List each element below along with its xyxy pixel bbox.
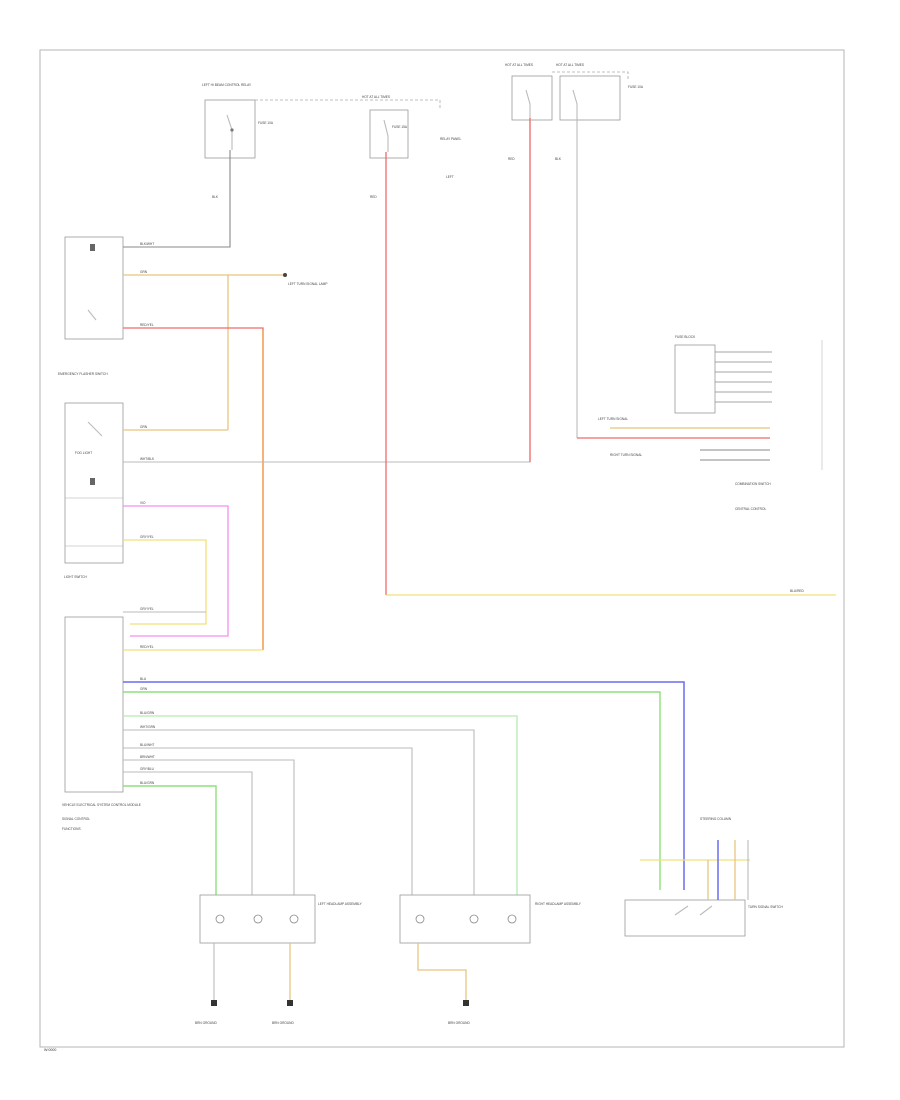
turn-signal-switch: TURN SIGNAL SWITCH STEERING COLUMN bbox=[624, 817, 783, 937]
svg-text:FUSE 10A: FUSE 10A bbox=[258, 121, 274, 125]
svg-text:VEHICLE ELECTRICAL SYSTEM CONT: VEHICLE ELECTRICAL SYSTEM CONTROL MODULE bbox=[62, 803, 141, 807]
svg-text:COMBINATION SWITCH: COMBINATION SWITCH bbox=[735, 482, 771, 486]
svg-text:BRN GROUND: BRN GROUND bbox=[448, 1021, 470, 1025]
svg-text:BLK: BLK bbox=[212, 195, 219, 199]
svg-text:GRN: GRN bbox=[140, 270, 148, 274]
svg-text:HOT AT ALL TIMES: HOT AT ALL TIMES bbox=[505, 63, 533, 67]
ground-3: BRN GROUND bbox=[448, 1000, 470, 1025]
wire-blk-top bbox=[123, 150, 231, 248]
svg-text:EMERGENCY FLASHER SWITCH: EMERGENCY FLASHER SWITCH bbox=[58, 372, 108, 376]
svg-text:BRN/WHT: BRN/WHT bbox=[140, 755, 155, 759]
svg-text:RED: RED bbox=[370, 195, 377, 199]
svg-text:LEFT HEADLAMP ASSEMBLY: LEFT HEADLAMP ASSEMBLY bbox=[318, 902, 363, 906]
right-headlamp-assembly: RIGHT HEADLAMP ASSEMBLY bbox=[399, 894, 582, 944]
svg-text:GRY/YEL: GRY/YEL bbox=[140, 607, 154, 611]
svg-text:LEFT HI BEAM CONTROL RELAY: LEFT HI BEAM CONTROL RELAY bbox=[202, 83, 252, 87]
svg-text:BLU/GRN: BLU/GRN bbox=[140, 711, 155, 715]
svg-text:LEFT TURN SIGNAL: LEFT TURN SIGNAL bbox=[598, 417, 628, 421]
svg-text:FUSE 10A: FUSE 10A bbox=[628, 85, 644, 89]
ground-1: BRN GROUND bbox=[195, 1000, 217, 1025]
svg-text:BLK/WHT: BLK/WHT bbox=[140, 242, 154, 246]
svg-text:RIGHT HEADLAMP ASSEMBLY: RIGHT HEADLAMP ASSEMBLY bbox=[535, 902, 582, 906]
svg-text:BRN GROUND: BRN GROUND bbox=[272, 1021, 294, 1025]
wire-pink bbox=[123, 505, 229, 637]
fuse-block-right: FUSE BLOCK LEFT TURN SIGNAL RIGHT TURN S… bbox=[598, 335, 823, 511]
fuse-block-right-a: HOT AT ALL TIMES RED bbox=[505, 63, 553, 161]
left-headlamp-assembly: LEFT HEADLAMP ASSEMBLY bbox=[199, 894, 363, 944]
svg-text:STEERING COLUMN: STEERING COLUMN bbox=[700, 817, 732, 821]
svg-text:RED: RED bbox=[508, 157, 515, 161]
svg-text:RED/YEL: RED/YEL bbox=[140, 323, 154, 327]
ground-2: BRN GROUND bbox=[272, 1000, 294, 1025]
onboard-control-module: VEHICLE ELECTRICAL SYSTEM CONTROL MODULE… bbox=[62, 616, 141, 831]
svg-text:WHT/BLK: WHT/BLK bbox=[140, 457, 155, 461]
svg-text:SIGNAL CONTROL: SIGNAL CONTROL bbox=[62, 817, 90, 821]
svg-text:FUNCTIONS: FUNCTIONS bbox=[62, 827, 81, 831]
svg-text:LEFT TURN SIGNAL LAMP: LEFT TURN SIGNAL LAMP bbox=[288, 282, 327, 286]
svg-text:LEFT: LEFT bbox=[446, 175, 454, 179]
svg-text:BRN GROUND: BRN GROUND bbox=[195, 1021, 217, 1025]
svg-text:BLU/WHT: BLU/WHT bbox=[140, 743, 154, 747]
svg-text:HOT AT ALL TIMES: HOT AT ALL TIMES bbox=[362, 95, 390, 99]
fuse-block-right-b: HOT AT ALL TIMES FUSE 10A BLK bbox=[555, 63, 644, 161]
light-switch: FOG LIGHT LIGHT SWITCH bbox=[64, 402, 124, 579]
svg-text:FUSE BLOCK: FUSE BLOCK bbox=[675, 335, 696, 339]
fuse-block-mid: HOT AT ALL TIMES FUSE 15A RELAY PANEL LE… bbox=[362, 95, 461, 199]
svg-text:TURN SIGNAL SWITCH: TURN SIGNAL SWITCH bbox=[748, 905, 783, 909]
svg-text:GRY/BLU: GRY/BLU bbox=[140, 767, 155, 771]
fuse-block-left: LEFT HI BEAM CONTROL RELAY FUSE 10A BLK bbox=[202, 83, 274, 199]
svg-text:RED/YEL: RED/YEL bbox=[140, 645, 154, 649]
svg-text:GRN: GRN bbox=[140, 687, 148, 691]
svg-text:VIO: VIO bbox=[140, 501, 146, 505]
diagram-frame bbox=[39, 49, 845, 1048]
footer-code: W:0000 bbox=[44, 1048, 56, 1052]
svg-text:RIGHT TURN SIGNAL: RIGHT TURN SIGNAL bbox=[610, 453, 642, 457]
svg-text:GRY/YEL: GRY/YEL bbox=[140, 535, 154, 539]
svg-text:BLU/GRN: BLU/GRN bbox=[140, 781, 155, 785]
emergency-flasher-switch: EMERGENCY FLASHER SWITCH bbox=[58, 236, 124, 376]
svg-text:BLU: BLU bbox=[140, 677, 147, 681]
svg-text:WHT/GRN: WHT/GRN bbox=[140, 725, 156, 729]
svg-text:RELAY PANEL: RELAY PANEL bbox=[440, 137, 461, 141]
svg-text:GRN: GRN bbox=[140, 425, 148, 429]
svg-text:FUSE 15A: FUSE 15A bbox=[392, 125, 408, 129]
wire-red-pink bbox=[123, 327, 264, 650]
svg-text:BLK: BLK bbox=[555, 157, 562, 161]
svg-text:CENTRAL CONTROL: CENTRAL CONTROL bbox=[735, 507, 766, 511]
wire-blue bbox=[123, 681, 685, 890]
svg-text:HOT AT ALL TIMES: HOT AT ALL TIMES bbox=[556, 63, 584, 67]
side-note: BLU/RED bbox=[790, 589, 805, 593]
wire-green bbox=[123, 691, 661, 890]
svg-text:LIGHT SWITCH: LIGHT SWITCH bbox=[64, 575, 87, 579]
svg-text:FOG LIGHT: FOG LIGHT bbox=[75, 451, 92, 455]
